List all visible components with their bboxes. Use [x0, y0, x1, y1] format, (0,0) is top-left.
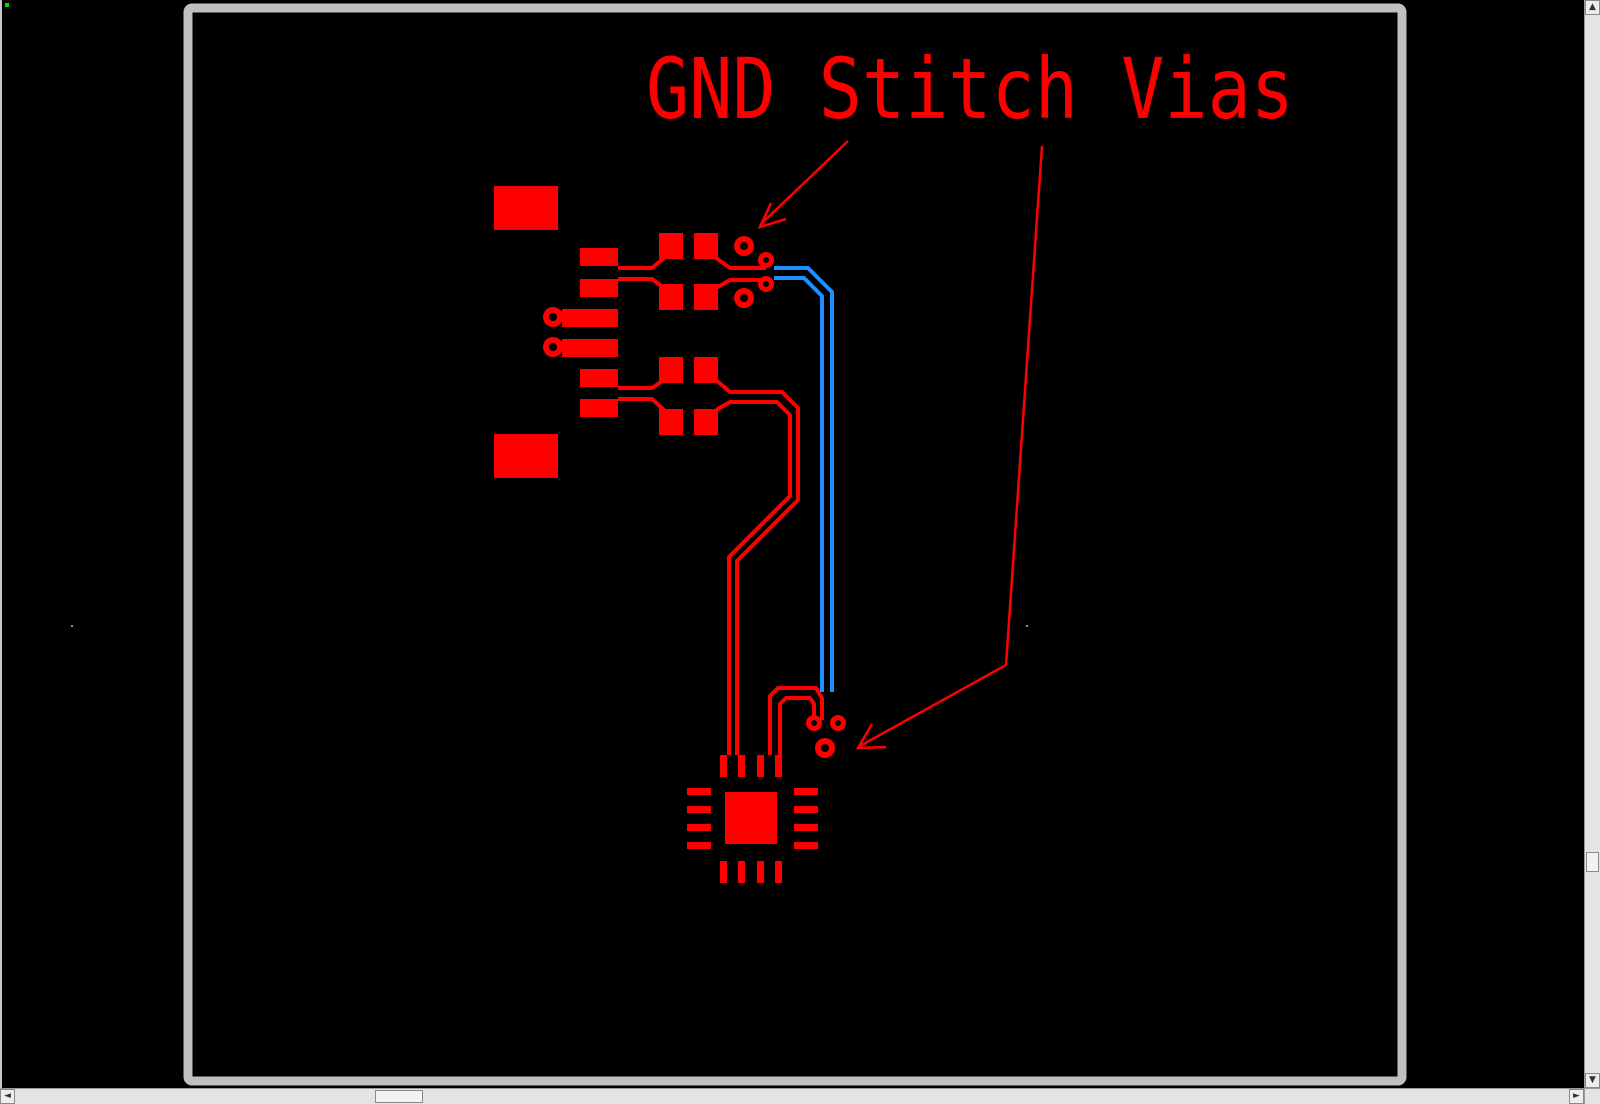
trace — [778, 696, 816, 755]
ic-pad-bottom — [757, 861, 764, 883]
trace — [714, 256, 766, 270]
ic-pad-bottom — [775, 861, 782, 883]
ic-pad-left — [687, 824, 711, 831]
arrow-line-1 — [759, 140, 849, 226]
board-outline — [183, 3, 1407, 1086]
ic-pad-right — [794, 788, 818, 795]
trace — [715, 278, 766, 290]
ic-pad-top — [757, 755, 764, 777]
bottom-copper-traces — [774, 266, 834, 692]
component-pad — [694, 409, 718, 435]
component-pad — [694, 284, 718, 310]
trace — [618, 397, 666, 412]
trace — [618, 378, 666, 390]
annotation-arrows — [757, 140, 1044, 750]
ic-pad-right — [794, 842, 818, 849]
trace — [768, 686, 824, 755]
horizontal-scroll-thumb[interactable] — [375, 1090, 423, 1103]
arrowhead-1 — [757, 202, 787, 230]
connector-pad — [580, 279, 618, 297]
via-hole — [549, 313, 557, 321]
annotation-label: GND Stitch Vias — [646, 40, 1294, 138]
mounting-pad-top — [494, 186, 558, 230]
via-hole — [763, 257, 769, 263]
ic-pad-bottom — [738, 861, 745, 883]
triangle-down-icon: ▼ — [1589, 1075, 1596, 1085]
via-hole — [821, 744, 829, 752]
ic-pad-left — [687, 806, 711, 813]
component-pad — [694, 357, 718, 383]
ic-pad-top — [738, 755, 745, 777]
ic-pad-right — [794, 824, 818, 831]
trace — [714, 378, 800, 755]
origin-marker — [5, 3, 9, 7]
trace — [618, 256, 666, 270]
top-copper-pads — [494, 186, 818, 883]
connector-pad — [580, 399, 618, 417]
vertical-scrollbar[interactable]: ▲ ▼ — [1584, 0, 1600, 1088]
mounting-pad-bottom — [494, 434, 558, 478]
scroll-right-button[interactable]: ► — [1569, 1089, 1584, 1104]
vertical-scroll-thumb[interactable] — [1586, 852, 1599, 872]
pcb-canvas[interactable]: GND Stitch Vias — [0, 0, 1584, 1088]
scrollbar-corner — [1584, 1088, 1600, 1104]
vias — [543, 236, 846, 758]
top-copper-traces — [552, 256, 824, 755]
trace — [715, 400, 792, 755]
via-hole — [740, 294, 748, 302]
connector-pad — [580, 248, 618, 266]
pcb-drawing[interactable]: GND Stitch Vias — [2, 0, 1586, 1088]
via-hole — [835, 720, 841, 726]
triangle-right-icon: ► — [1573, 1091, 1580, 1101]
bottom-trace — [774, 266, 834, 692]
ic-pad-left — [687, 788, 711, 795]
bottom-trace — [774, 276, 824, 692]
ic-pad-bottom — [720, 861, 727, 883]
connector-pad — [580, 369, 618, 387]
component-pad — [659, 409, 683, 435]
component-pad — [694, 233, 718, 259]
trace — [618, 277, 666, 290]
via-hole — [763, 281, 769, 287]
via-hole — [549, 343, 557, 351]
grid-dot — [1026, 625, 1028, 627]
scroll-down-button[interactable]: ▼ — [1585, 1073, 1600, 1088]
ic-pad-top — [775, 755, 782, 777]
ic-pad-top — [720, 755, 727, 777]
ic-pad-right — [794, 806, 818, 813]
via-hole — [740, 242, 748, 250]
component-pad — [659, 233, 683, 259]
via-hole — [811, 720, 817, 726]
triangle-up-icon: ▲ — [1589, 2, 1596, 12]
triangle-left-icon: ◄ — [4, 1091, 11, 1101]
grid-dot — [71, 625, 73, 627]
horizontal-scrollbar[interactable]: ◄ ► — [0, 1088, 1600, 1104]
arrow-line-2 — [859, 145, 1044, 748]
scroll-up-button[interactable]: ▲ — [1585, 0, 1600, 15]
scroll-left-button[interactable]: ◄ — [0, 1089, 15, 1104]
ic-thermal-pad — [725, 792, 777, 844]
arrowhead-2 — [855, 723, 887, 750]
ic-pad-left — [687, 842, 711, 849]
